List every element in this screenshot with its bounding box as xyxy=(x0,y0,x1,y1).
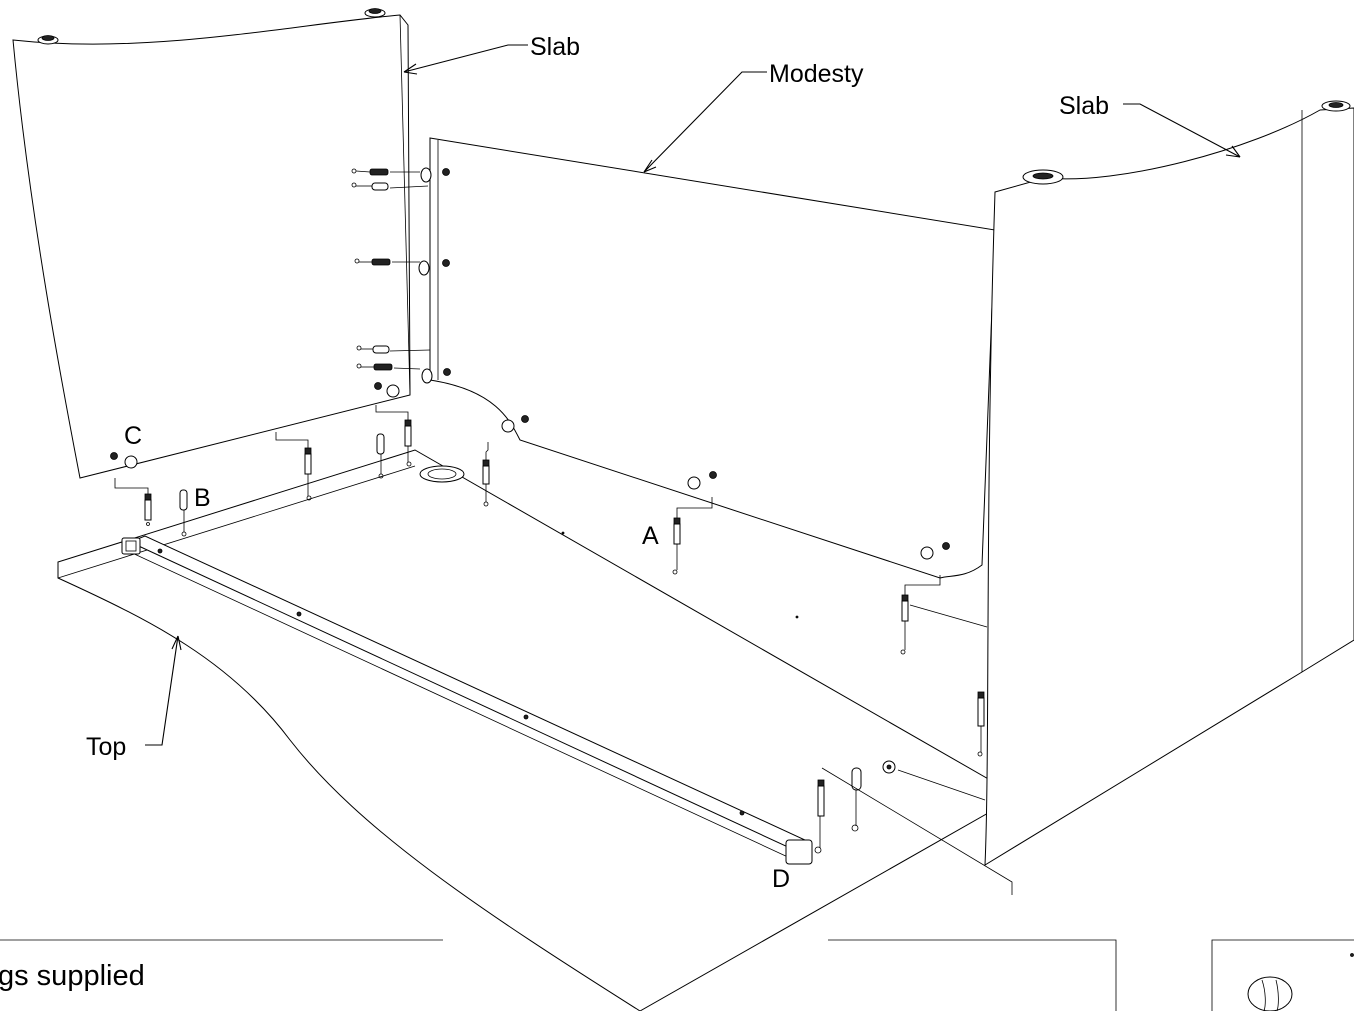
cam-dowel-2 xyxy=(354,258,450,276)
top-panel xyxy=(57,449,1012,1011)
bottom-box-left: gs supplied xyxy=(0,939,443,992)
wood-dowel-2 xyxy=(356,345,431,354)
right-slab xyxy=(984,100,1354,866)
label-b: B xyxy=(194,484,211,512)
cam-lock-modesty-low xyxy=(501,415,529,433)
dowel-2 xyxy=(376,433,385,479)
label-slab-left: Slab xyxy=(530,33,580,61)
slab-hardware xyxy=(110,167,950,560)
modesty-panel xyxy=(429,137,996,579)
label-top: Top xyxy=(86,733,126,761)
cam-dowel-3 xyxy=(356,363,451,384)
callout-leaders xyxy=(145,44,1241,746)
dowel-b xyxy=(179,489,188,537)
cam-lock-modesty-right xyxy=(920,542,950,560)
grommet xyxy=(419,465,465,483)
cam-dowel-1 xyxy=(351,167,450,183)
cam-lock-c xyxy=(110,452,138,469)
bolt-a xyxy=(672,497,713,575)
bottom-box-middle xyxy=(828,939,1117,1011)
cam-lock-modesty-mid xyxy=(687,471,717,490)
label-modesty: Modesty xyxy=(769,60,864,88)
bolt-7 xyxy=(814,779,825,854)
footer-text: gs supplied xyxy=(0,960,145,992)
bolt-4 xyxy=(482,442,490,507)
cam-lock-bottom xyxy=(882,760,986,801)
bolt-3 xyxy=(375,405,412,467)
bolt-2 xyxy=(275,432,312,501)
dowel-3 xyxy=(851,767,862,832)
bolt-6 xyxy=(977,691,985,757)
label-a: A xyxy=(642,522,659,550)
label-slab-right: Slab xyxy=(1059,92,1109,120)
top-bolts xyxy=(114,405,986,854)
knob-part-icon xyxy=(1247,976,1293,1011)
bottom-box-right xyxy=(1211,939,1354,1011)
label-d: D xyxy=(772,865,790,893)
cam-lock-c-slab xyxy=(374,382,400,398)
end-cap-left xyxy=(121,537,141,555)
wood-dowel-1 xyxy=(351,182,429,191)
label-c: C xyxy=(124,422,142,450)
end-cap-right xyxy=(785,839,813,865)
bolt-5 xyxy=(900,575,941,655)
left-slab xyxy=(12,8,411,479)
bolt-left xyxy=(114,478,152,526)
